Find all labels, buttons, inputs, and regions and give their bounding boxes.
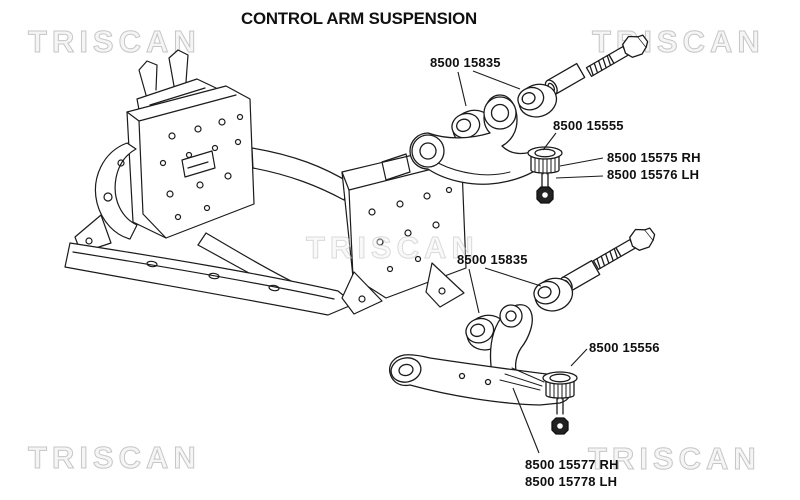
part-label-lower-arm-lh: 8500 15778 LH — [525, 474, 618, 489]
triscan-watermark: TRISCAN — [306, 230, 479, 266]
triscan-watermark: TRISCAN — [28, 440, 201, 476]
page-title: CONTROL ARM SUSPENSION — [241, 9, 477, 28]
lower-arm-assembly-drawing — [388, 227, 656, 435]
lower-bushing-drawing — [533, 277, 574, 312]
upper-bushing-drawing — [517, 83, 558, 118]
part-label-upper-arm-lh: 8500 15576 LH — [607, 167, 700, 182]
lower-ball-joint-drawing — [542, 371, 578, 435]
part-label-upper-bushing: 8500 15835 — [430, 55, 501, 70]
triscan-watermark: TRISCAN — [588, 441, 761, 477]
upper-ball-joint-drawing — [527, 146, 563, 204]
subframe-drawing — [64, 49, 467, 316]
part-label-lower-arm-rh: 8500 15577 RH — [525, 457, 619, 472]
part-label-upper-arm-rh: 8500 15575 RH — [607, 150, 701, 165]
upper-arm-assembly-drawing — [409, 34, 649, 204]
part-label-lower-ball-joint: 8500 15556 — [589, 340, 660, 355]
upper-pivot-bolt-drawing — [585, 34, 649, 77]
lower-pivot-bolt-drawing — [592, 227, 656, 270]
triscan-watermark: TRISCAN — [28, 24, 201, 60]
lower-control-arm-drawing — [388, 304, 573, 406]
leader-lines — [457, 70, 604, 454]
upper-control-arm-drawing — [409, 94, 547, 185]
part-label-lower-bushing: 8500 15835 — [457, 252, 528, 267]
part-label-upper-ball-joint: 8500 15555 — [553, 118, 624, 133]
